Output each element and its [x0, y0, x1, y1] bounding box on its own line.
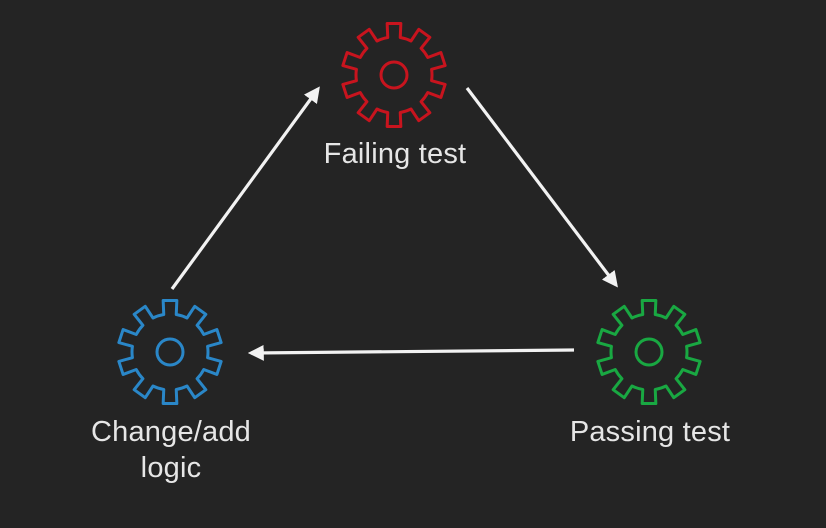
change-gear-icon [117, 298, 223, 406]
failing-test-text: Failing test [323, 138, 467, 170]
logic-text: logic [140, 452, 202, 484]
gear-outline [341, 21, 447, 129]
failing-gear-icon [341, 21, 447, 129]
arrow-passing-to-change [247, 344, 575, 361]
gear-hub [379, 60, 409, 90]
arrow-failing-to-passing [465, 87, 618, 288]
gear-outline [117, 298, 223, 406]
gear-hub [155, 337, 185, 367]
passing-gear-icon [596, 298, 702, 406]
arrow-change-to-failing [170, 86, 320, 290]
change-add-text: Change/add [90, 416, 252, 448]
gear-outline [596, 298, 702, 406]
failing-test-label: Failing test [300, 136, 490, 172]
gear-hub [634, 337, 664, 367]
passing-test-text: Passing test [569, 416, 731, 448]
passing-test-label: Passing test [550, 414, 750, 450]
change-add-logic-label: Change/add logic [60, 414, 282, 486]
